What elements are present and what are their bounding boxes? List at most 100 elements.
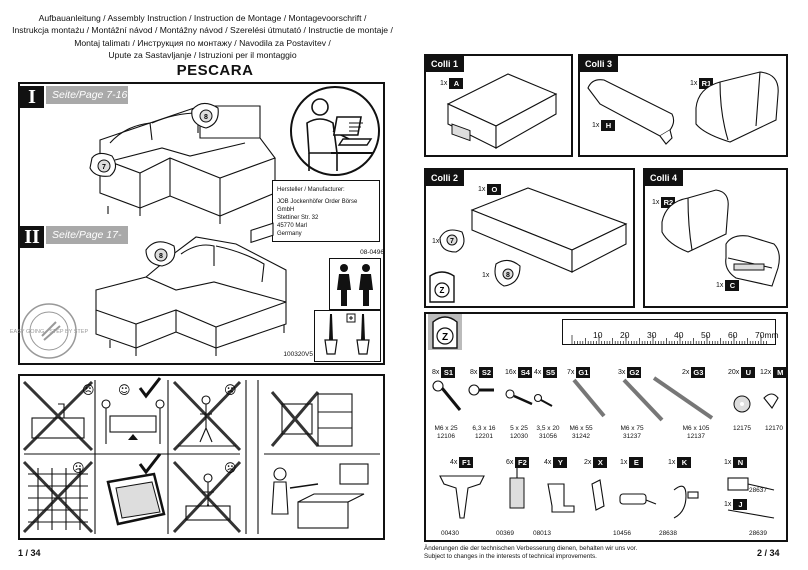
colli-2-part-7: 1x [432, 238, 440, 245]
part-id-tag: F1 [459, 457, 474, 468]
hardware-qty: 1x [724, 501, 732, 508]
ruler-label: 30 [647, 330, 657, 340]
hardware-code: 10456 [612, 530, 632, 537]
colli-1-label: Colli 1 [426, 56, 464, 72]
hardware-code: 12201 [474, 433, 494, 440]
header-line: Montaj talimatı / Инструкция по монтажу … [74, 37, 331, 48]
section-page-2: Seite/Page 17-26 [46, 226, 128, 259]
part-id-tag: H [601, 120, 616, 131]
ruler-label: 10 [593, 330, 603, 340]
hardware-qty: 1x [668, 459, 676, 466]
part-id-tag: N [733, 457, 748, 468]
read-instructions-icon [290, 86, 380, 176]
part-id-tag: C [725, 280, 740, 291]
hardware-qty: 6x [506, 459, 514, 466]
tools-code: 100320V5 [283, 351, 313, 358]
hardware-qty: 16x [505, 369, 517, 376]
header-line: Upute za Sastavljanje / Istruzioni per i… [108, 49, 297, 60]
part-id-tag: R1 [699, 78, 714, 89]
hardware-code: 00430 [440, 530, 460, 537]
hardware-size: M6 x 105 [682, 425, 710, 432]
hardware-qty: 8x [432, 369, 440, 376]
manufacturer-line: JOB Jockenhöfer Order Börse GmbH [277, 199, 358, 213]
hardware-qty: 4x [450, 459, 458, 466]
manufacturer-line: Germany [277, 231, 302, 237]
hardware-qty: 8x [470, 369, 478, 376]
hardware-code: 00369 [495, 530, 515, 537]
hardware-qty: 3x [618, 369, 626, 376]
hardware-qty: 20x [728, 369, 740, 376]
part-id-tag: R2 [661, 197, 676, 208]
colli-4-label: Colli 4 [645, 170, 683, 186]
hardware-row-1-drawings [432, 376, 779, 422]
hardware-size: 3,5 x 20 [536, 425, 560, 432]
hardware-code: 31056 [538, 433, 558, 440]
two-persons-box [329, 258, 381, 310]
colli-2-label: Colli 2 [426, 170, 464, 186]
hardware-size: 5 x 25 [510, 425, 528, 432]
seat-element-a [446, 73, 558, 149]
backrest-r2-and-armrest-c [661, 189, 780, 287]
manufacturer-label: Hersteller / Manufacturer: [277, 187, 345, 193]
hardware-code: 31237 [622, 433, 642, 440]
part-id-tag: U [741, 367, 756, 378]
part-id-tag: S2 [479, 367, 494, 378]
cushion-label-7: 7 [102, 164, 106, 171]
part-id-tag: O [487, 184, 502, 195]
part-id-tag: K [677, 457, 692, 468]
part-id-tag: F2 [515, 457, 530, 468]
hardware-qty: 1x [724, 459, 732, 466]
svg-text:☹: ☹ [224, 461, 237, 475]
hardware-code: 28637 [748, 487, 768, 494]
hardware-caption: 12175 [722, 425, 762, 433]
hardware-qty: 1x [620, 459, 628, 466]
hardware-size: M6 x 75 [620, 425, 644, 432]
section-page-1: Seite/Page 7-16 [46, 86, 128, 104]
hardware-code: 28638 [658, 530, 678, 537]
badge-text: EASY GOING · STEP BY STEP [10, 329, 89, 335]
hardware-code: 12030 [509, 433, 529, 440]
part-id-tag: X [593, 457, 608, 468]
backrest-and-armrest [587, 71, 779, 145]
hardware-qty: 2x [584, 459, 592, 466]
part-id-tag: E [629, 457, 644, 468]
hardware-code: 12106 [436, 433, 456, 440]
section-roman-2: II [20, 226, 44, 248]
hardware-code: 28639 [748, 530, 768, 537]
hardware-size: 6,3 x 16 [472, 425, 496, 432]
corner-element-o: 7 8 Z [429, 187, 628, 303]
hardware-qty: 4x [544, 459, 552, 466]
hardware-qty: 4x [534, 369, 542, 376]
bag-label-2: Z [442, 332, 448, 343]
hardware-caption: 12170 [754, 425, 794, 433]
hardware-bag-icon: Z [428, 314, 462, 350]
ruler-label: 20 [620, 330, 630, 340]
tools-icon [324, 313, 370, 355]
colli-3-label: Colli 3 [580, 56, 618, 72]
section-roman-1: I [20, 86, 44, 108]
hardware-qty: 12x [760, 369, 772, 376]
part-id-tag: M [773, 367, 788, 378]
